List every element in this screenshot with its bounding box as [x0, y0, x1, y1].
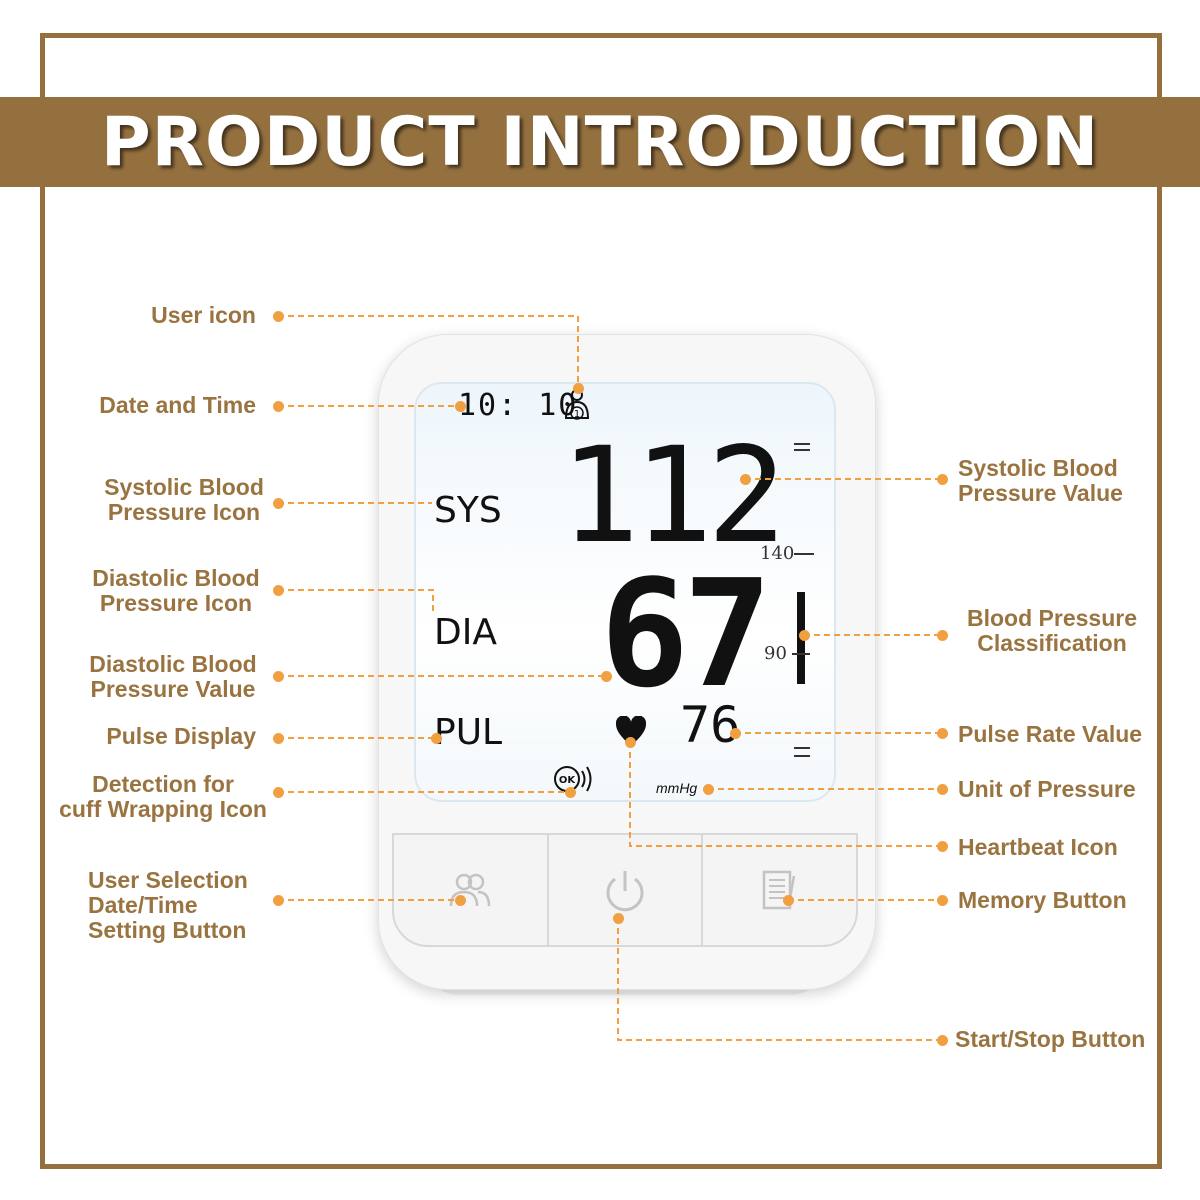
lcd-time: 10: 10 — [458, 388, 579, 423]
leader-dot — [455, 401, 466, 412]
label-systolic-icon: Systolic Blood Pressure Icon — [104, 474, 264, 525]
label-bp-classification: Blood Pressure Classification — [967, 605, 1137, 656]
user-number: 1 — [574, 409, 580, 420]
leader-dot — [565, 787, 576, 798]
leader-dot — [783, 895, 794, 906]
leader-dot — [573, 383, 584, 394]
leader-dot — [273, 401, 284, 412]
svg-text:OK: OK — [559, 775, 577, 786]
leader-dot — [273, 498, 284, 509]
label-user-icon: User icon — [151, 302, 256, 328]
label-start-stop-button: Start/Stop Button — [955, 1026, 1146, 1052]
leader-dot — [273, 671, 284, 682]
diastolic-value: 67 — [600, 548, 772, 720]
label-diastolic-icon: Diastolic Blood Pressure Icon — [92, 565, 260, 616]
leader-dot — [937, 1035, 948, 1046]
label-user-selection: User Selection Date/Time Setting Button — [88, 867, 248, 943]
leader-dot — [937, 784, 948, 795]
scale-low-label: 90 — [764, 643, 787, 664]
label-diastolic-value: Diastolic Blood Pressure Value — [89, 651, 257, 702]
unit-label: mmHg — [656, 780, 698, 796]
leader-dot — [273, 733, 284, 744]
title-banner: PRODUCT INTRODUCTION — [0, 97, 1200, 187]
dia-label: DIA — [434, 612, 497, 653]
user-selection-button[interactable] — [392, 833, 549, 947]
classification-scale — [792, 443, 814, 757]
start-stop-button[interactable] — [546, 833, 704, 947]
leader-dot — [273, 787, 284, 798]
label-systolic-value: Systolic Blood Pressure Value — [958, 455, 1123, 506]
leader-dot — [273, 585, 284, 596]
power-icon — [606, 871, 644, 912]
leader-dot — [937, 895, 948, 906]
systolic-value: 112 — [560, 419, 786, 573]
page-title: PRODUCT INTRODUCTION — [100, 102, 1100, 182]
heart-icon — [616, 716, 646, 746]
label-memory-button: Memory Button — [958, 887, 1127, 913]
memory-button[interactable] — [701, 833, 859, 947]
pulse-value: 76 — [680, 696, 741, 754]
pul-label: PUL — [434, 712, 503, 753]
label-pulse-rate-value: Pulse Rate Value — [958, 721, 1143, 747]
device-button-row — [392, 833, 859, 947]
users-icon — [450, 873, 491, 907]
label-heartbeat-icon: Heartbeat Icon — [958, 834, 1118, 860]
label-cuff-detection: Detection for cuff Wrapping Icon — [59, 771, 267, 822]
leader-dot — [937, 728, 948, 739]
leader-dot — [740, 474, 751, 485]
leader-dot — [703, 784, 714, 795]
leader-dot — [455, 895, 466, 906]
leader-dot — [601, 671, 612, 682]
leader-dot — [273, 311, 284, 322]
leader-dot — [431, 733, 442, 744]
sys-label: SYS — [434, 490, 502, 531]
leader-dot — [799, 630, 810, 641]
leader-dot — [937, 630, 948, 641]
leader-dot — [937, 474, 948, 485]
leader-dot — [625, 737, 636, 748]
label-unit-of-pressure: Unit of Pressure — [958, 776, 1136, 802]
label-pulse-display: Pulse Display — [106, 723, 256, 749]
leader-dot — [730, 728, 741, 739]
leader-dot — [273, 895, 284, 906]
scale-high-label: 140 — [760, 543, 795, 564]
leader-dot — [613, 913, 624, 924]
label-date-time: Date and Time — [99, 392, 256, 418]
leader-dot — [937, 841, 948, 852]
memory-icon — [762, 870, 795, 910]
